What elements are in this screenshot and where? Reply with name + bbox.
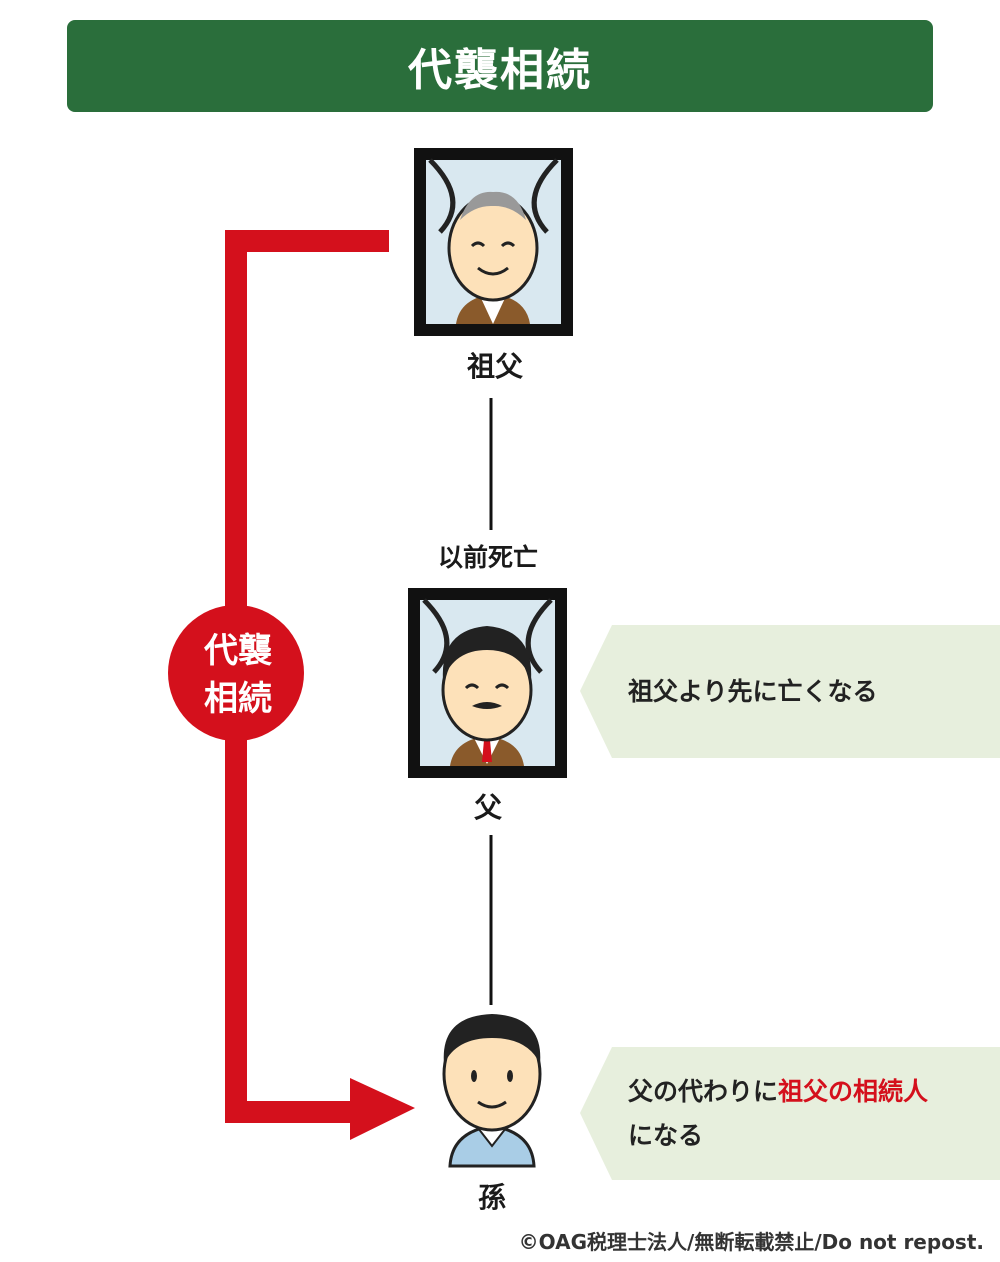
grandfather-label: 祖父 (466, 350, 523, 383)
father-label: 父 (473, 791, 502, 824)
title-banner: 代襲相続 (67, 20, 933, 112)
grandchild-note-shape (580, 1047, 1000, 1180)
father-portrait (408, 588, 567, 778)
grandfather-portrait (414, 148, 573, 336)
grandchild-note: 父の代わりに祖父の相続人 になる (628, 1070, 928, 1158)
father-note: 祖父より先に亡くなる (628, 670, 878, 714)
page-title: 代襲相続 (408, 45, 592, 96)
succession-arrowhead (350, 1078, 415, 1140)
grandchild-note-prefix: 父の代わりに (628, 1077, 779, 1106)
badge-line-2: 相続 (204, 679, 272, 719)
grandchild-figure (442, 1014, 542, 1168)
succession-badge: 代襲 相続 (168, 610, 308, 740)
grandchild-note-highlight: 祖父の相続人 (778, 1077, 929, 1106)
grandchild-note-line2: になる (628, 1121, 704, 1150)
copyright-notice: ©OAG税理士法人/無断転載禁止/Do not repost. (518, 1230, 984, 1254)
father-note-text: 祖父より先に亡くなる (628, 677, 878, 706)
father-status-label: 以前死亡 (437, 543, 538, 572)
badge-line-1: 代襲 (204, 631, 272, 671)
father-note-shape (580, 625, 1000, 758)
badge-circle (168, 605, 304, 741)
grandchild-label: 孫 (477, 1181, 506, 1214)
